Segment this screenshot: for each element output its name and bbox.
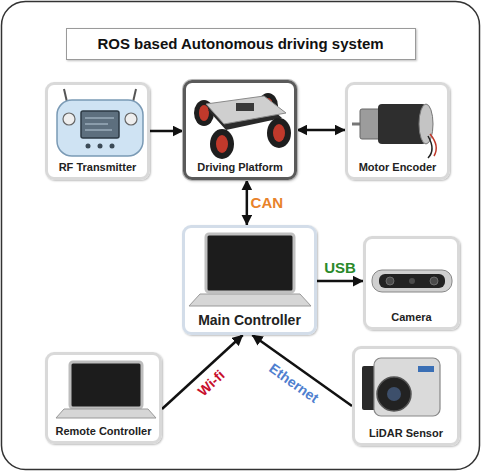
- device-box: Remote Controller: [45, 352, 162, 444]
- diagram-title: ROS based Autonomous driving system: [66, 28, 416, 60]
- device-box: RF Transmitter: [45, 82, 150, 180]
- lidar-picture: [362, 358, 440, 416]
- link-label: USB: [323, 260, 357, 276]
- lidar-picture-part: [377, 377, 411, 411]
- device-label: Driving Platform: [197, 161, 283, 174]
- connector-arrow: [252, 335, 352, 406]
- device-box: Driving Platform: [183, 80, 297, 180]
- rf-transmitter-picture-part: [63, 113, 75, 125]
- connector-arrow: [246, 180, 249, 225]
- rf-transmitter-picture-part: [110, 144, 115, 149]
- driving-platform-picture-part: [199, 105, 209, 121]
- driving-platform-picture: [194, 93, 291, 159]
- camera-picture-part: [409, 278, 415, 284]
- lidar-picture-part: [387, 387, 401, 401]
- device-label: Motor Encoder: [359, 161, 437, 174]
- camera-picture-part: [372, 270, 452, 292]
- rf-transmitter-picture-part: [125, 113, 137, 125]
- driving-platform-picture-part: [210, 129, 234, 159]
- rf-transmitter-picture-part: [85, 124, 108, 125]
- link-label: Wi-fi: [194, 366, 229, 400]
- connector-group: [150, 130, 363, 409]
- camera-picture-part: [379, 274, 445, 288]
- device-box: Camera: [363, 236, 460, 330]
- camera-picture: [372, 270, 452, 292]
- main-controller-laptop-picture-part: [206, 234, 294, 292]
- rf-transmitter-picture-part: [85, 130, 112, 131]
- device-box: Main Controller: [182, 225, 317, 335]
- connector-arrow: [317, 280, 363, 283]
- camera-picture-part: [430, 277, 438, 285]
- motor-encoder-picture-part: [360, 109, 380, 139]
- camera-picture-part: [386, 277, 394, 285]
- driving-platform-picture-part: [236, 103, 254, 111]
- lidar-picture-part: [418, 366, 434, 372]
- rf-transmitter-picture-part: [133, 89, 136, 102]
- rf-transmitter-picture-part: [81, 111, 119, 138]
- motor-encoder-picture: [352, 104, 436, 158]
- remote-laptop-picture-part: [70, 362, 142, 408]
- device-box: Motor Encoder: [345, 82, 450, 180]
- link-label: Ethernet: [266, 359, 323, 406]
- device-box: LiDAR Sensor: [352, 346, 460, 446]
- driving-platform-picture-part: [216, 135, 228, 153]
- lidar-picture-part: [374, 358, 440, 416]
- device-label: LiDAR Sensor: [369, 427, 443, 440]
- connector-arrow: [150, 130, 183, 133]
- motor-encoder-picture-part: [419, 104, 433, 144]
- main-controller-laptop-picture: [189, 234, 311, 306]
- rf-transmitter-picture-part: [85, 118, 114, 119]
- motor-encoder-picture-part: [428, 136, 432, 158]
- driving-platform-picture-part: [273, 124, 285, 142]
- remote-laptop-picture-part: [56, 409, 156, 418]
- device-label: RF Transmitter: [59, 161, 137, 174]
- rf-transmitter-picture-part: [98, 144, 103, 149]
- driving-platform-picture-part: [267, 118, 291, 148]
- connector-arrow: [297, 129, 345, 132]
- device-label: Remote Controller: [56, 425, 152, 438]
- rf-transmitter-picture-part: [86, 144, 91, 149]
- rf-transmitter-picture: [57, 89, 143, 156]
- device-label: Camera: [391, 311, 431, 324]
- rf-transmitter-picture-part: [57, 100, 143, 156]
- rf-transmitter-picture-part: [64, 89, 67, 102]
- connector-arrow: [162, 335, 243, 409]
- remote-laptop-picture: [56, 362, 156, 418]
- main-controller-laptop-picture-part: [189, 294, 311, 306]
- link-label: CAN: [250, 195, 285, 211]
- device-label: Main Controller: [198, 312, 301, 329]
